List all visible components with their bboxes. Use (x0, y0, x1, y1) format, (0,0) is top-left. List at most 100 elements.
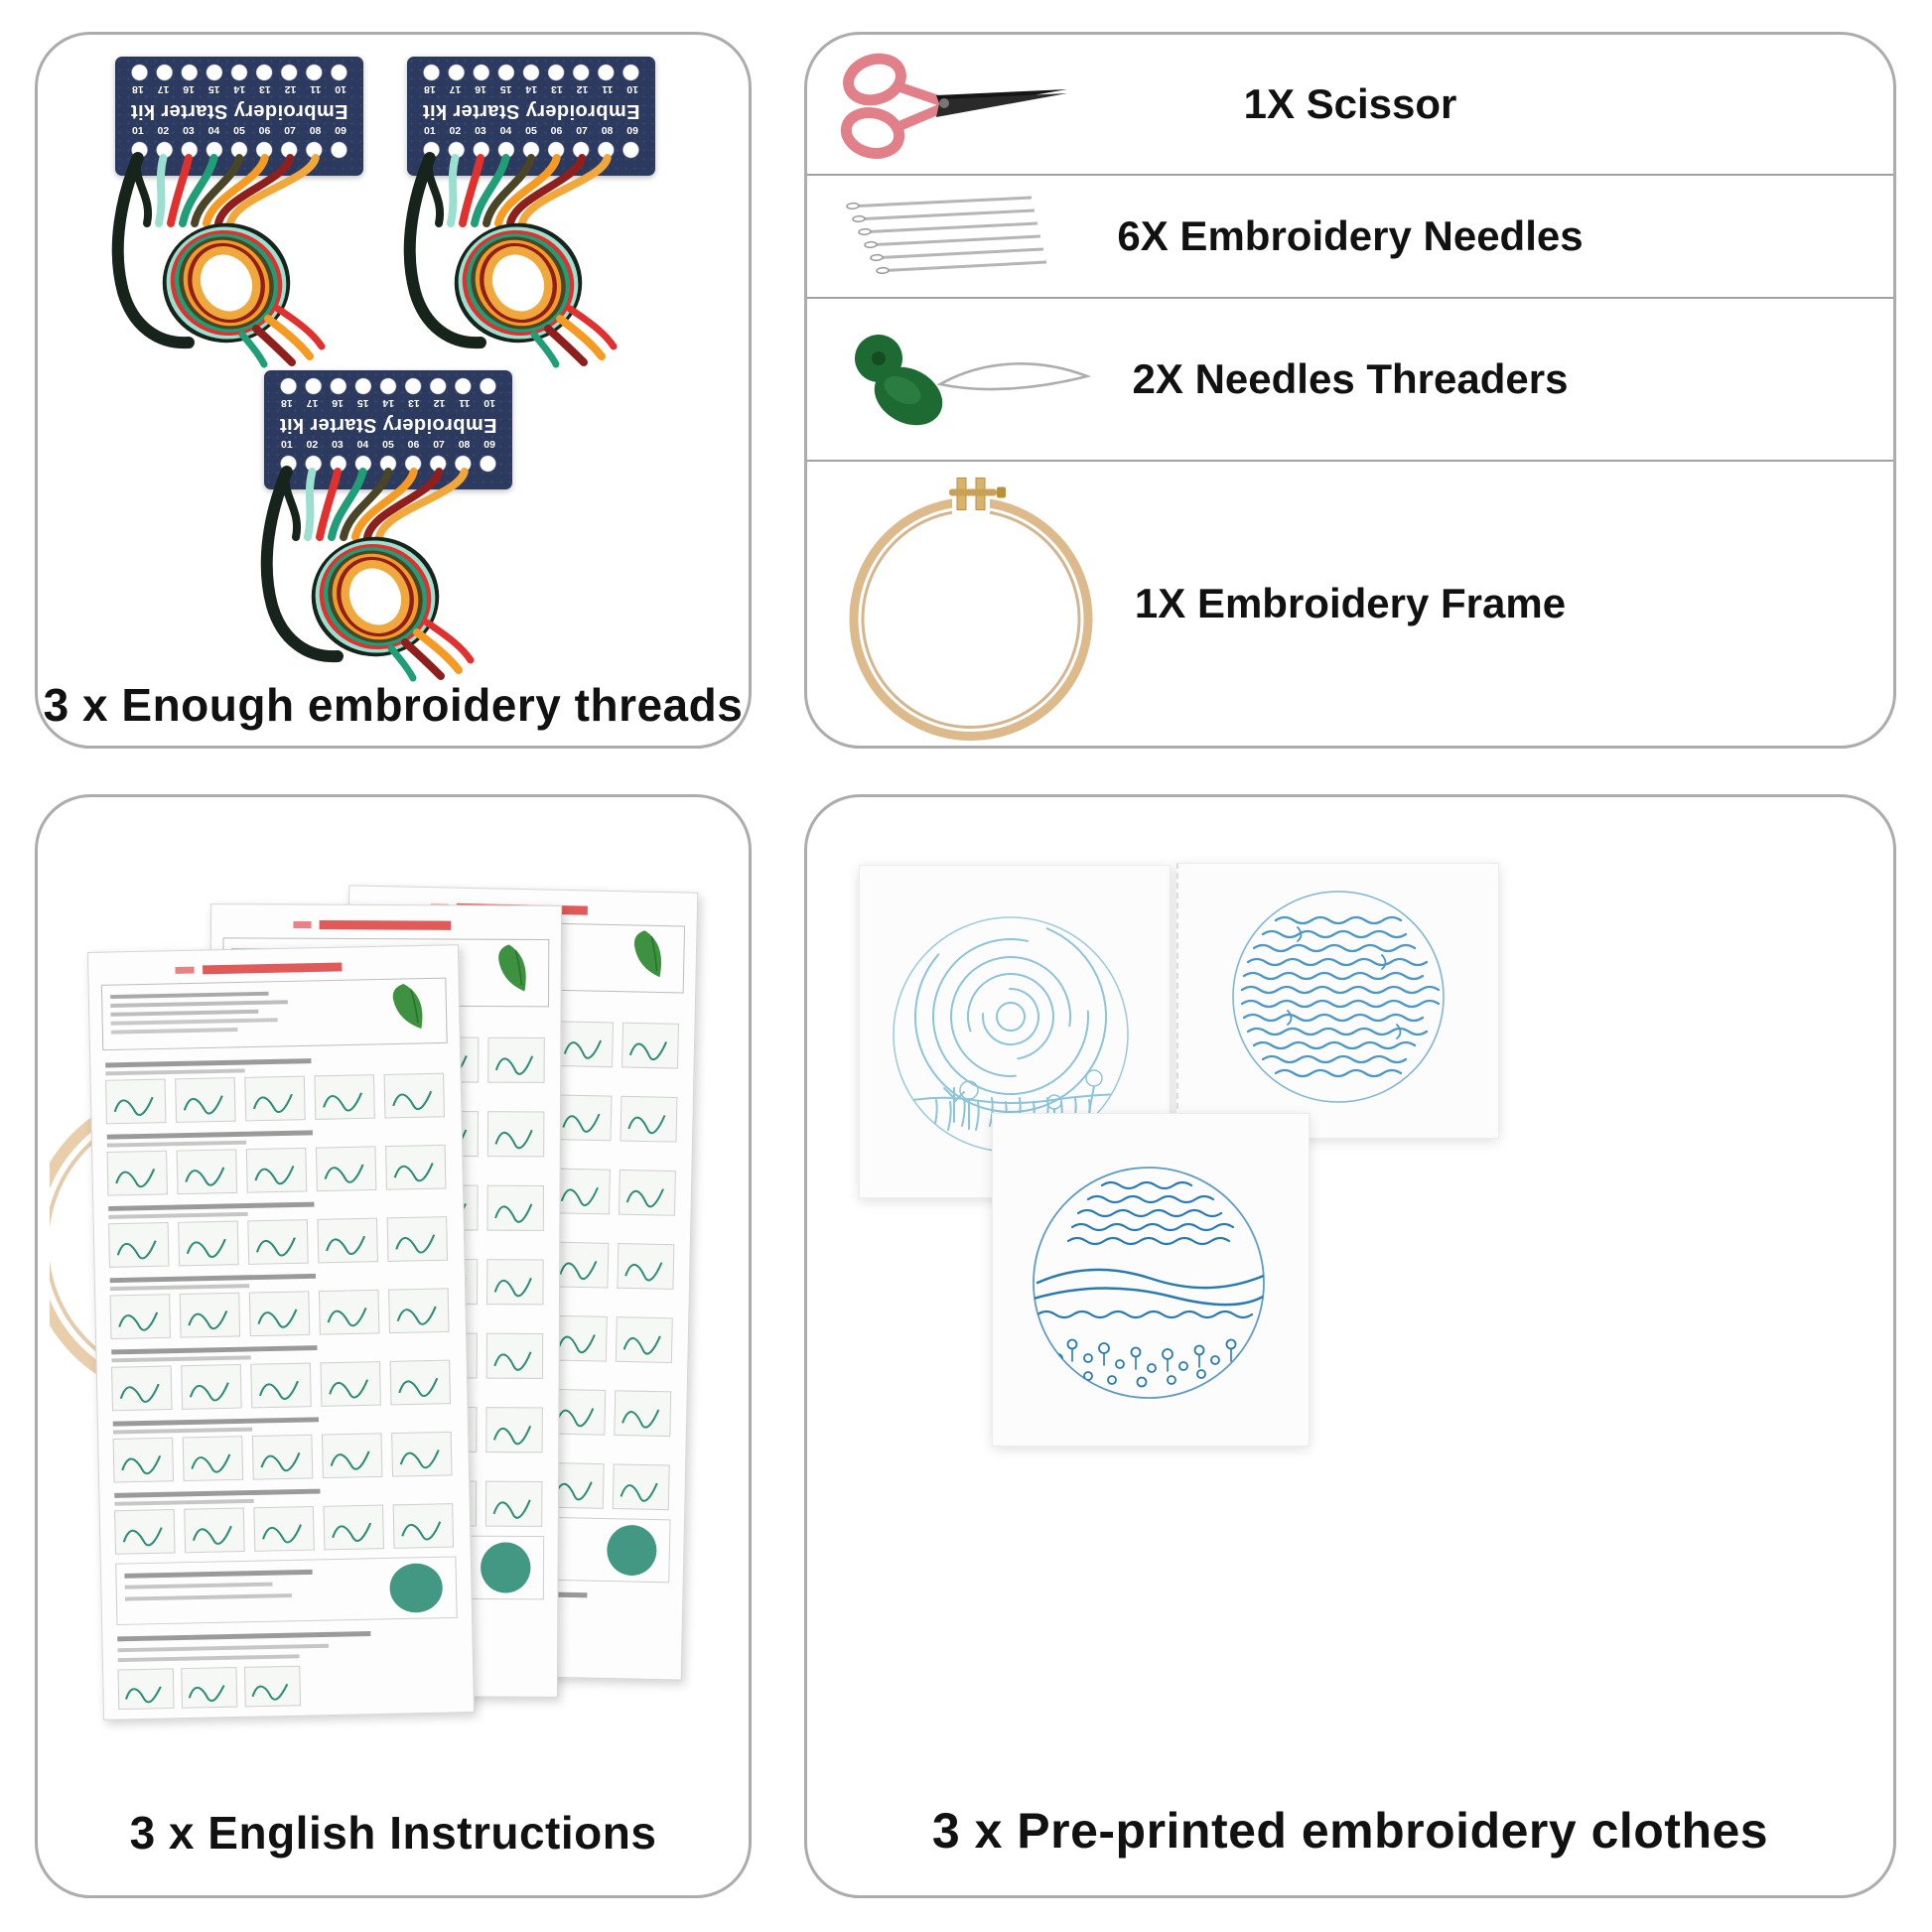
hole-number: 07 (433, 439, 445, 451)
hole-number: 08 (309, 125, 322, 137)
hole-number: 17 (449, 83, 462, 95)
clothes-caption: 3 x Pre-printed embroidery clothes (931, 1803, 1769, 1859)
hole-number: 17 (157, 83, 170, 95)
threader-label: 2X Needles Threaders (1132, 355, 1569, 402)
needles-label: 6X Embroidery Needles (1117, 212, 1584, 259)
thread-numbers-top: 10 11 12 13 14 15 16 17 18 (407, 82, 655, 95)
hole-number: 03 (475, 125, 486, 137)
scissors-label: 1X Scissor (1243, 80, 1457, 127)
thread-holes-top (276, 376, 500, 396)
hole-number: 10 (335, 83, 346, 95)
hole-number: 15 (499, 83, 512, 95)
hole-number: 10 (626, 83, 638, 95)
hole-number: 07 (284, 125, 296, 137)
hole-number: 06 (550, 125, 563, 137)
hole-number: 11 (602, 83, 614, 95)
hole-number: 04 (356, 439, 369, 451)
hole-number: 14 (525, 83, 538, 95)
hole-number: 18 (132, 83, 144, 95)
needles-icon (846, 196, 1047, 275)
cloth-pattern-swirl-meadow (893, 916, 1129, 1153)
tool-row-needles: 6X Embroidery Needles (807, 176, 1893, 299)
hole-number: 09 (626, 125, 638, 137)
threads-panel: 10 11 12 13 14 15 16 17 18 Embroidery Starter ki… (35, 32, 752, 749)
hole-number: 05 (525, 125, 537, 137)
hole-number: 12 (284, 83, 297, 95)
hole-number: 07 (576, 125, 588, 137)
thread-numbers-top: 10 11 12 13 14 15 16 17 18 (115, 82, 363, 95)
hole-number: 15 (356, 397, 369, 409)
hole-number: 02 (157, 125, 170, 137)
cloth-pattern-water (1232, 891, 1445, 1103)
preprinted-cloth-3 (992, 1113, 1310, 1447)
cloth-pattern-flower-field (1033, 1167, 1265, 1399)
thread-card-1: 10 11 12 13 14 15 16 17 18 Embroidery Starter ki… (115, 57, 363, 176)
thread-numbers-bottom: 01 02 03 04 05 06 07 08 09 (407, 125, 655, 138)
thread-holes-bottom (276, 454, 500, 474)
hole-number: 04 (499, 125, 512, 137)
thread-holes-bottom (419, 140, 643, 160)
hole-number: 12 (576, 83, 589, 95)
hole-number: 11 (310, 83, 322, 95)
hole-number: 09 (335, 125, 346, 137)
hole-number: 14 (233, 83, 246, 95)
hole-number: 08 (458, 439, 471, 451)
scissors-icon (840, 53, 1067, 159)
hole-number: 16 (332, 397, 344, 409)
tool-row-scissors: 1X Scissor (807, 35, 1893, 176)
thread-card-title: Embroidery Starter kit (130, 100, 348, 122)
hole-number: 01 (424, 125, 436, 137)
hole-number: 13 (551, 83, 563, 95)
threads-caption: 3 x Enough embroidery threads (43, 679, 744, 731)
instructions-panel: 3 x English Instructions (35, 794, 752, 1898)
tool-row-hoop: 1X Embroidery Frame (807, 462, 1893, 746)
hole-number: 18 (281, 397, 293, 409)
hole-number: 03 (183, 125, 195, 137)
hole-number: 14 (382, 397, 395, 409)
embroidery-hoop-icon (849, 478, 1093, 741)
instructions-caption: 3 x English Instructions (129, 1807, 657, 1859)
hole-number: 12 (433, 397, 446, 409)
hole-number: 16 (183, 83, 195, 95)
thread-holes-top (419, 63, 643, 82)
hole-number: 17 (306, 397, 319, 409)
thread-bundle (256, 472, 514, 680)
tool-row-threader: 2X Needles Threaders (807, 299, 1893, 462)
hole-number: 03 (332, 439, 344, 451)
hole-number: 15 (207, 83, 220, 95)
thread-bundle (399, 158, 657, 366)
hole-number: 05 (382, 439, 394, 451)
thread-card-title: Embroidery Starter kit (422, 100, 640, 122)
preprinted-cloth-2 (1176, 863, 1499, 1139)
thread-numbers-top: 10 11 12 13 14 15 16 17 18 (264, 396, 512, 409)
thread-card-3: 10 11 12 13 14 15 16 17 18 Embroidery Starter ki… (264, 370, 512, 489)
hole-number: 08 (601, 125, 614, 137)
hole-number: 06 (407, 439, 420, 451)
hole-number: 01 (132, 125, 144, 137)
hole-number: 09 (483, 439, 495, 451)
hole-number: 02 (306, 439, 319, 451)
thread-bundle (107, 158, 365, 366)
hole-number: 06 (258, 125, 271, 137)
hole-number: 13 (259, 83, 271, 95)
thread-numbers-bottom: 01 02 03 04 05 06 07 08 09 (115, 125, 363, 138)
hole-number: 16 (475, 83, 486, 95)
hole-number: 05 (233, 125, 245, 137)
hoop-label: 1X Embroidery Frame (1134, 580, 1567, 626)
hole-number: 04 (207, 125, 220, 137)
clothes-panel: 3 x Pre-printed embroidery clothes (804, 794, 1896, 1898)
thread-holes-bottom (127, 140, 351, 160)
needle-threader-icon (855, 335, 1092, 426)
thread-card-title: Embroidery Starter kit (279, 414, 497, 436)
tools-panel: 1X Scissor 6X Embroidery Needles (804, 32, 1896, 749)
instruction-sheet-1 (86, 944, 476, 1721)
thread-holes-top (127, 63, 351, 82)
hole-number: 11 (459, 397, 471, 409)
thread-card-2: 10 11 12 13 14 15 16 17 18 Embroidery Starter ki… (407, 57, 655, 176)
hole-number: 18 (424, 83, 436, 95)
hole-number: 10 (483, 397, 495, 409)
hole-number: 13 (408, 397, 420, 409)
hole-number: 02 (449, 125, 462, 137)
